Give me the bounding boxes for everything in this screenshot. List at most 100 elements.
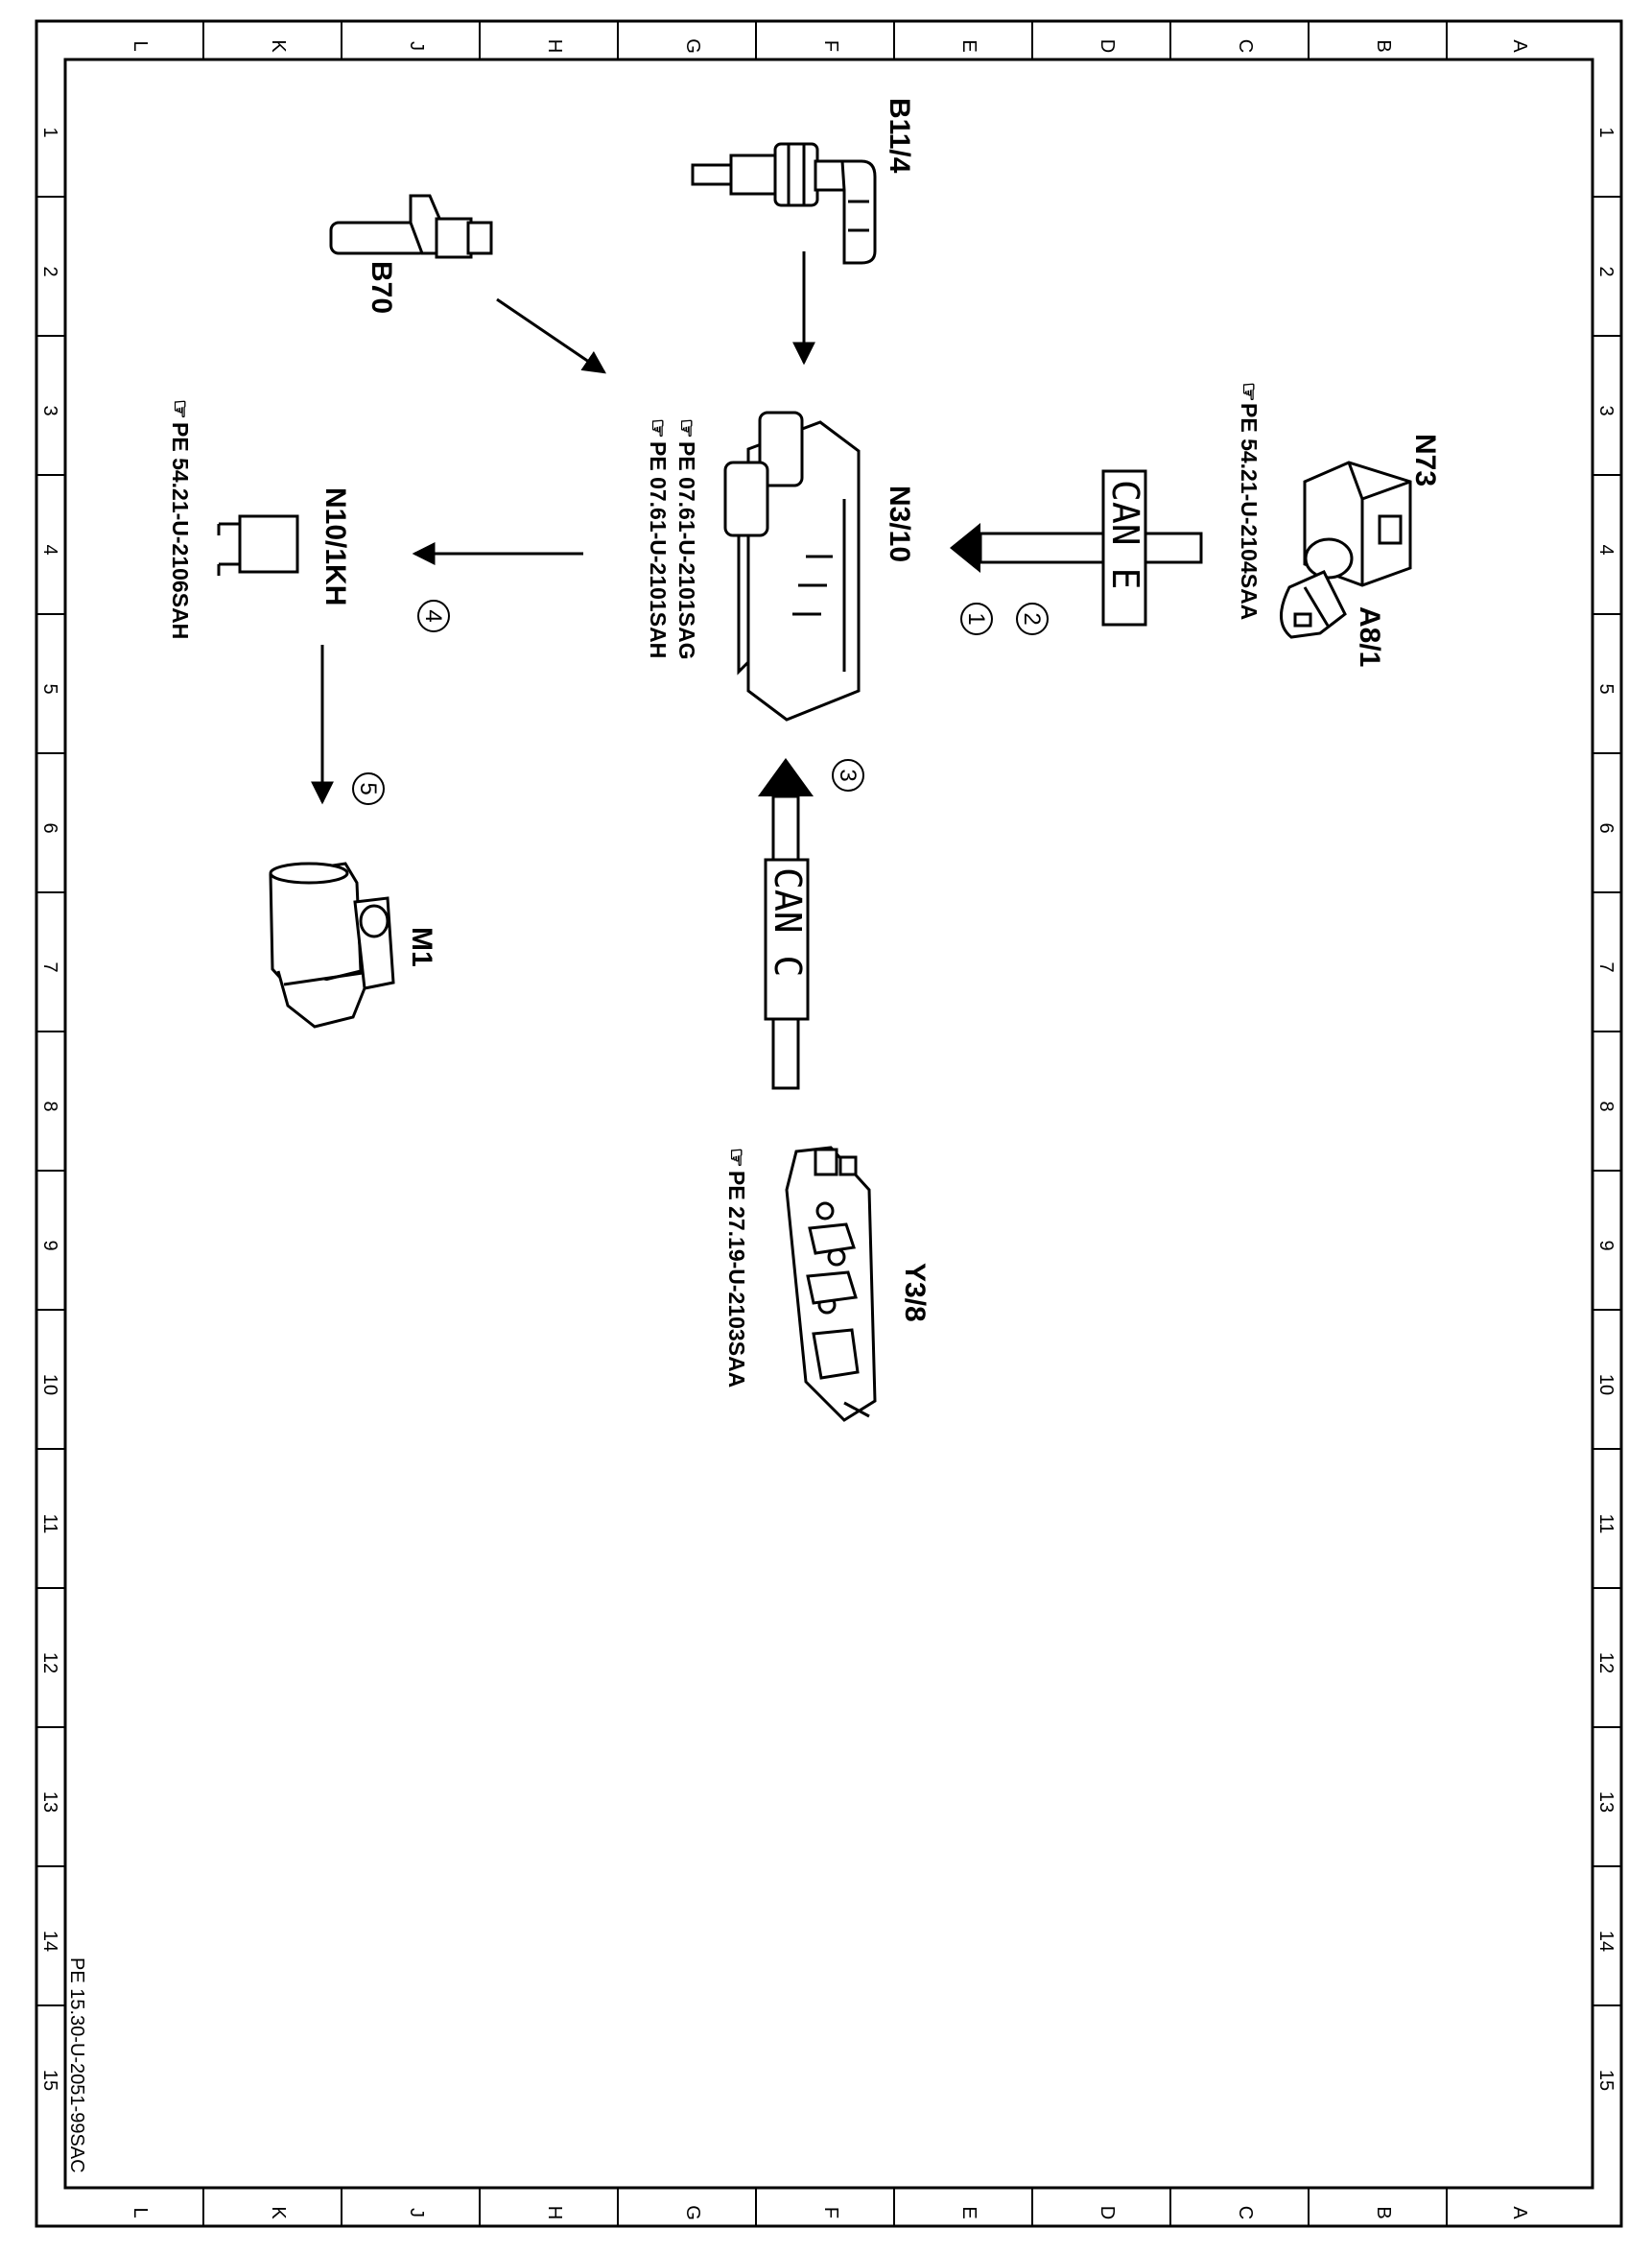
grid-letter: C bbox=[1235, 2206, 1256, 2219]
grid-letter: L bbox=[130, 2207, 151, 2217]
grid-number: 5 bbox=[1595, 683, 1617, 694]
grid-letter: F bbox=[820, 2207, 841, 2218]
step-5-marker: 5 bbox=[352, 772, 385, 805]
can-e-bus: CAN E bbox=[950, 469, 1203, 627]
grid-letter: J bbox=[406, 2208, 427, 2217]
y3-8-ref-icon: ☞ bbox=[724, 1148, 749, 1168]
bottom-grid-letters: L K J H G F E D C B A bbox=[130, 2205, 1530, 2220]
top-grid-letters: L K J H G F E D C B A bbox=[130, 38, 1530, 54]
n3-10-ref-icon-2: ☞ bbox=[646, 418, 671, 439]
left-grid-numbers: 1 2 3 4 5 6 7 8 9 10 11 12 13 14 15 bbox=[39, 127, 60, 2091]
inner-frame bbox=[63, 58, 1594, 2190]
grid-letter: G bbox=[682, 38, 703, 54]
grid-letter: H bbox=[544, 2206, 565, 2219]
step-2-number: 2 bbox=[1019, 612, 1045, 625]
grid-letter: H bbox=[544, 39, 565, 53]
grid-number: 12 bbox=[1595, 1652, 1617, 1673]
right-grid-numbers: 1 2 3 4 5 6 7 8 9 10 11 12 13 14 15 bbox=[1595, 127, 1617, 2091]
grid-number: 6 bbox=[1595, 822, 1617, 833]
n3-10-ecu-drawing bbox=[723, 411, 861, 722]
grid-number: 4 bbox=[39, 544, 60, 555]
grid-number: 14 bbox=[1595, 1931, 1617, 1952]
grid-letter: A bbox=[1509, 39, 1530, 53]
step-1-number: 1 bbox=[963, 612, 989, 625]
grid-letter: L bbox=[130, 40, 151, 51]
step-5-number: 5 bbox=[355, 782, 381, 794]
right-row-ticks bbox=[1593, 196, 1621, 2006]
grid-letter: E bbox=[958, 2206, 979, 2218]
can-c-bus: CAN C bbox=[758, 758, 814, 1090]
n73-ref: PE 54.21-U-2104SAA bbox=[1237, 403, 1262, 620]
y3-8-ref: PE 27.19-U-2103SAA bbox=[724, 1171, 749, 1387]
grid-number: 12 bbox=[39, 1652, 60, 1673]
grid-letter: F bbox=[820, 40, 841, 52]
grid-number: 5 bbox=[39, 683, 60, 694]
y3-8-vgs-drawing bbox=[785, 1146, 877, 1422]
n3-10-ref-2: PE 07.61-U-2101SAH bbox=[646, 441, 671, 658]
step-1-marker: 1 bbox=[960, 603, 993, 635]
grid-number: 10 bbox=[39, 1374, 60, 1395]
grid-number: 9 bbox=[39, 1240, 60, 1250]
grid-number: 9 bbox=[1595, 1240, 1617, 1250]
b11-4-label: B11/4 bbox=[884, 98, 915, 174]
grid-letter: D bbox=[1097, 2206, 1118, 2219]
a8-1-key-drawing bbox=[1280, 570, 1347, 639]
grid-number: 2 bbox=[1595, 266, 1617, 276]
left-row-ticks bbox=[36, 196, 65, 2006]
m1-label: M1 bbox=[406, 927, 437, 967]
grid-letter: A bbox=[1509, 2206, 1530, 2219]
b70-label: B70 bbox=[366, 261, 397, 314]
grid-letter: B bbox=[1373, 39, 1394, 52]
n73-eis-drawing bbox=[1303, 461, 1412, 587]
grid-letter: D bbox=[1097, 39, 1118, 53]
grid-number: 3 bbox=[39, 405, 60, 415]
n10-1kh-relay-drawing bbox=[217, 514, 299, 576]
step-4-marker: 4 bbox=[417, 600, 450, 632]
grid-number: 14 bbox=[39, 1931, 60, 1952]
grid-letter: K bbox=[268, 2206, 289, 2219]
b70-sensor-drawing bbox=[329, 194, 493, 259]
bottom-column-ticks bbox=[202, 2188, 1448, 2226]
b11-4-sensor-drawing bbox=[691, 142, 877, 265]
step-3-number: 3 bbox=[835, 769, 861, 781]
n3-10-ref-icon-1: ☞ bbox=[674, 418, 699, 439]
n3-10-label: N3/10 bbox=[884, 486, 915, 562]
grid-number: 15 bbox=[1595, 2070, 1617, 2091]
document-reference: PE 15.30-U-2051-99SAC bbox=[66, 1957, 87, 2173]
n3-10-ref-1: PE 07.61-U-2101SAG bbox=[674, 441, 699, 660]
top-column-ticks bbox=[202, 21, 1448, 59]
grid-number: 3 bbox=[1595, 405, 1617, 415]
grid-letter: E bbox=[958, 39, 979, 52]
grid-number: 7 bbox=[39, 961, 60, 972]
n73-label: N73 bbox=[1409, 434, 1441, 486]
grid-number: 10 bbox=[1595, 1374, 1617, 1395]
a8-1-label: A8/1 bbox=[1354, 606, 1385, 667]
n73-ref-icon: ☞ bbox=[1237, 382, 1262, 402]
can-c-label: CAN C bbox=[767, 867, 809, 977]
grid-number: 1 bbox=[39, 127, 60, 137]
grid-number: 8 bbox=[1595, 1101, 1617, 1111]
grid-number: 13 bbox=[39, 1791, 60, 1813]
grid-letter: B bbox=[1373, 2206, 1394, 2218]
grid-letter: J bbox=[406, 41, 427, 51]
grid-number: 6 bbox=[39, 822, 60, 833]
grid-number: 8 bbox=[39, 1101, 60, 1111]
m1-starter-drawing bbox=[269, 862, 395, 1029]
grid-number: 7 bbox=[1595, 961, 1617, 972]
grid-number: 4 bbox=[1595, 544, 1617, 555]
grid-number: 11 bbox=[1595, 1514, 1617, 1534]
grid-number: 1 bbox=[1595, 127, 1617, 137]
grid-letter: G bbox=[682, 2205, 703, 2220]
grid-letter: C bbox=[1235, 39, 1256, 53]
grid-number: 13 bbox=[1595, 1791, 1617, 1813]
step-3-marker: 3 bbox=[832, 759, 864, 792]
step-2-marker: 2 bbox=[1016, 603, 1049, 635]
grid-number: 15 bbox=[39, 2070, 60, 2091]
y3-8-label: Y3/8 bbox=[899, 1263, 931, 1322]
grid-number: 11 bbox=[39, 1514, 60, 1534]
can-e-label: CAN E bbox=[1104, 480, 1146, 589]
n10-ref: PE 54.21-U-2106SAH bbox=[168, 422, 193, 639]
outer-frame bbox=[35, 19, 1623, 2228]
grid-number: 2 bbox=[39, 266, 60, 276]
